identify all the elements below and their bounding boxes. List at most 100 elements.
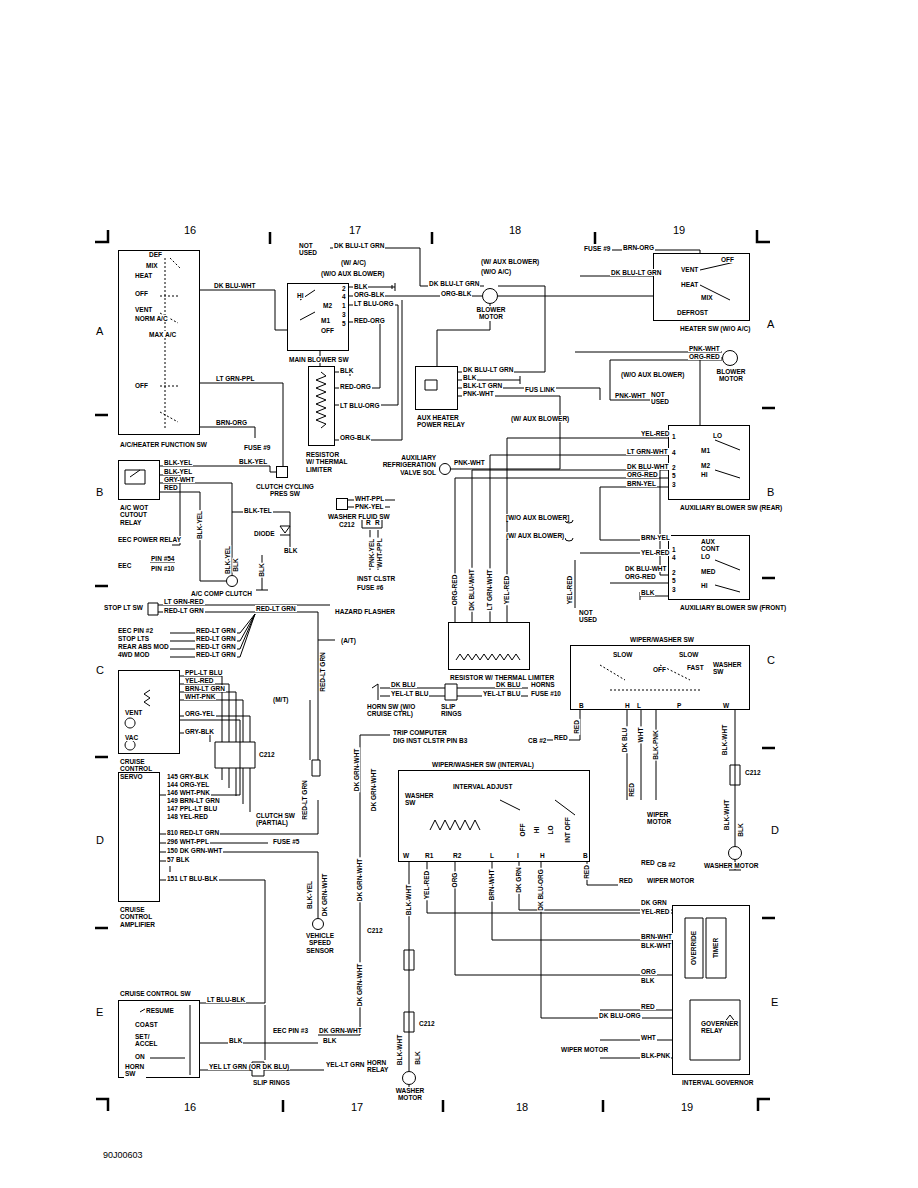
wire-label: BLK-YEL xyxy=(163,468,193,475)
component-box: A/C WOT CUTOUT RELAY xyxy=(118,460,160,500)
drawing-number: 90J00603 xyxy=(102,1150,144,1160)
wire-label: BLK xyxy=(640,977,655,984)
wire-label: PNK-WHT xyxy=(688,345,721,352)
wire-label: BLK-WHT xyxy=(405,884,412,916)
wire-label: DK BLU-LT GRN xyxy=(462,366,514,373)
wire-label: DIODE xyxy=(253,530,276,537)
wire-label: INST CLSTR xyxy=(356,575,396,582)
wire-label: DK GRN-WHT xyxy=(356,963,363,1008)
wire-label: 3 xyxy=(671,586,677,593)
wire-label: 3 xyxy=(341,311,347,318)
wire-label: FUS LINK xyxy=(524,386,556,393)
motor-circle xyxy=(226,575,238,587)
wire-label: HORN SW xyxy=(124,1063,146,1078)
wire-label: C212 xyxy=(366,927,384,934)
wire-label: WHT xyxy=(640,1034,657,1041)
grid-reference: 19 xyxy=(672,224,686,237)
wire-label: 5 xyxy=(671,577,677,584)
wire-label: YEL-RED xyxy=(640,908,671,915)
wire-label: RED xyxy=(553,734,569,741)
component-name: MAIN BLOWER SW xyxy=(288,356,350,363)
wire-label: RED xyxy=(628,782,635,798)
wire-label: YEL-RED xyxy=(503,575,510,606)
wire-label: YEL-RED xyxy=(184,677,215,684)
wire-label: DK GRN-WHT xyxy=(353,748,360,793)
wire-label: MIX xyxy=(145,262,159,269)
grid-reference: D xyxy=(95,834,105,847)
wire-label: DEF xyxy=(148,251,163,258)
wire-label: RED xyxy=(640,1003,656,1010)
wire-label: DK GRN-WHT xyxy=(356,858,363,903)
wire-label: REAR ABS MOD xyxy=(117,643,170,650)
wire-label: BLK-LT GRN xyxy=(462,382,503,389)
wire-label: PNK-WHT xyxy=(614,392,647,399)
wire-label: BLK-TEL xyxy=(243,507,273,514)
wire-label: FUSE #6 xyxy=(356,584,384,591)
wire-label: 4 xyxy=(671,449,677,456)
wire-label: WHT-PPL xyxy=(376,537,383,568)
wire-label: BLK xyxy=(462,374,477,381)
wire-label: RED-LT GRN xyxy=(319,651,326,693)
wire-label: ORG xyxy=(451,872,458,889)
wire-label: BRN-WHT xyxy=(488,868,495,901)
wire-label: BRN-ORG xyxy=(215,419,248,426)
wire-label: C212 xyxy=(744,769,762,776)
motor-circle xyxy=(728,846,742,860)
motor-circle xyxy=(482,288,498,304)
wire-label: BLK xyxy=(232,557,239,572)
component-name: WASHER FLUID SW xyxy=(327,513,391,520)
wire-label: PNK-WHT xyxy=(462,390,495,397)
wire-label: WIPER MOTOR xyxy=(646,811,680,826)
wire-label: RED xyxy=(583,864,590,880)
component-name: AUXILIARY BLOWER SW (REAR) xyxy=(679,504,783,511)
wire-label: RED-ORG xyxy=(339,383,372,390)
wire-label: BRN-YEL xyxy=(626,480,657,487)
component-box: A/C/HEATER FUNCTION SW xyxy=(118,250,200,435)
wire-label: DK GRN xyxy=(515,866,522,894)
wire-label: 1 xyxy=(671,433,677,440)
wire-label: SLOW xyxy=(612,651,634,658)
wire-connector xyxy=(200,290,287,330)
motor-circle xyxy=(402,1071,416,1085)
wire-label: RED-LT GRN xyxy=(195,651,237,658)
wire-label: OFF xyxy=(720,256,735,263)
wire-label: CB #2 xyxy=(527,737,547,744)
wire-label: 151 LT BLU-BLK xyxy=(166,875,219,882)
wire-label: (W/O A/C) xyxy=(480,268,512,275)
component-box: INTERVAL GOVERNOR xyxy=(672,905,750,1075)
wire-label: 810 RED-LT GRN xyxy=(166,829,220,836)
wire-label: BLK xyxy=(228,1037,243,1044)
wire-label: PNK-YEL xyxy=(368,538,375,569)
wire-label: WIPER MOTOR xyxy=(646,877,695,884)
wire-label: INTERVAL ADJUST xyxy=(452,783,513,790)
wire-label: LO xyxy=(547,824,554,835)
wire-label: 1 xyxy=(671,546,677,553)
component-box: RESISTOR W/ THERMAL LIMITER xyxy=(308,366,335,446)
wire-label: OVERRIDE xyxy=(690,930,697,966)
wire-label: (W/O AUX BLOWER) xyxy=(620,371,685,378)
wire-label: ORG-RED xyxy=(688,353,721,360)
wire-label: SLOW xyxy=(678,651,700,658)
wire-label: HORNS xyxy=(530,681,555,688)
wire-label: BRN-YEL xyxy=(640,534,671,541)
component-circle: WASHER MOTOR xyxy=(402,1071,416,1085)
wire-label: ORG-RED xyxy=(451,574,458,607)
wire-label: RED-LT GRN xyxy=(255,605,297,612)
grid-reference: D xyxy=(770,824,780,837)
wire-label: BLK-YEL xyxy=(163,459,193,466)
wire-label: ORG-RED xyxy=(624,573,657,580)
wire-label: WASHER SW xyxy=(712,661,736,676)
wire-label: BLK xyxy=(737,822,744,837)
wire-label: HI xyxy=(700,471,709,478)
wire-label: OFF xyxy=(320,327,335,334)
wire-label: BLK-YEL xyxy=(196,510,203,540)
wire-label: DK BLU-WHT xyxy=(626,463,670,470)
wire-label: PPL-LT BLU xyxy=(184,669,223,676)
wire-label: YEL-RED xyxy=(566,575,573,606)
wire-label: LT BLU-ORG xyxy=(339,402,381,409)
component-name: A/C/HEATER FUNCTION SW xyxy=(119,441,208,448)
wire-label: BLK-WHT xyxy=(721,724,728,756)
grid-reference: 18 xyxy=(508,224,522,237)
